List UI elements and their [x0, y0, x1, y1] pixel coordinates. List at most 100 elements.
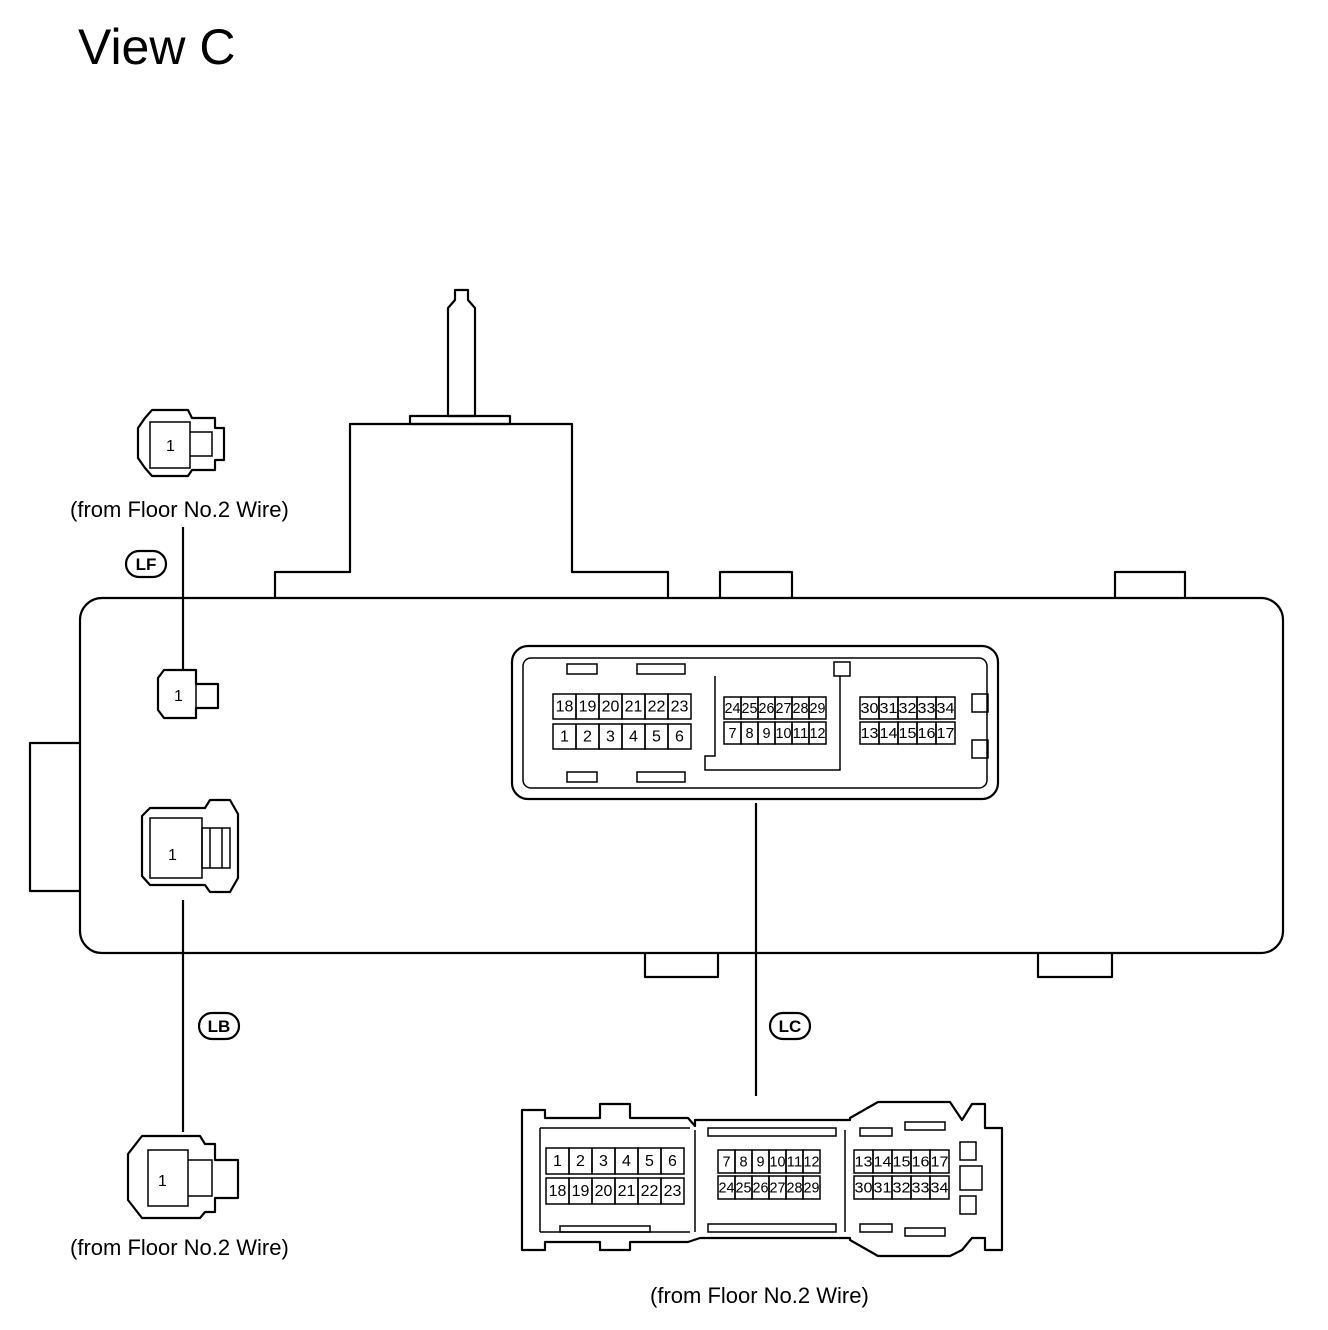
lc-ecu-pin-10: 10: [776, 726, 792, 742]
lb-tag: LB: [197, 1011, 241, 1041]
lc-mating-pin-24: 24: [719, 1181, 735, 1197]
lc-ecu-pin-24: 24: [725, 701, 741, 717]
lc-ecu-cell: [808, 696, 827, 720]
lb-mating-pin: 1: [158, 1173, 167, 1190]
lc-mating-pin-29: 29: [804, 1181, 820, 1197]
lc-mating-pin-22: 22: [641, 1183, 659, 1200]
ecu-body: [28, 288, 1285, 979]
lc-mating-pin-7: 7: [722, 1155, 730, 1171]
lc-mating-cell: [802, 1175, 821, 1200]
lc-mating-pin-1: 1: [553, 1153, 562, 1170]
lf-wire-caption: (from Floor No.2 Wire): [70, 497, 289, 522]
lc-mating-cell: [929, 1175, 950, 1200]
lc-ecu-pin-1: 1: [560, 729, 569, 746]
lc-ecu-pin-16: 16: [918, 726, 936, 742]
lc-ecu-pin-19: 19: [579, 699, 597, 716]
lc-mating-pin-34: 34: [931, 1181, 949, 1197]
lb-wire-caption: (from Floor No.2 Wire): [70, 1235, 289, 1260]
lc-ecu-pin-13: 13: [861, 726, 879, 742]
lc-mating-pin-27: 27: [770, 1181, 786, 1197]
lf-mating-connector: 1: [136, 408, 226, 478]
lc-mating-cell: [802, 1149, 821, 1174]
lc-wire-caption: (from Floor No.2 Wire): [650, 1283, 869, 1308]
lb-ecu-pin: 1: [168, 847, 177, 864]
lc-mating-pin-32: 32: [893, 1181, 911, 1197]
lc-mating-pin-13: 13: [855, 1155, 873, 1171]
lc-mating-pin-21: 21: [618, 1183, 636, 1200]
svg-text:LC: LC: [779, 1017, 802, 1036]
lc-mating-cell: [929, 1149, 950, 1174]
lc-ecu-cell: [667, 723, 692, 750]
lc-mating-pin-2: 2: [576, 1153, 585, 1170]
lc-mating-pin-14: 14: [874, 1155, 892, 1171]
lc-mating-pin-4: 4: [622, 1153, 631, 1170]
lb-mating-connector: 1: [126, 1134, 240, 1220]
lc-ecu-pin-20: 20: [602, 699, 620, 716]
lc-mating-pin-33: 33: [912, 1181, 930, 1197]
svg-text:LB: LB: [208, 1017, 231, 1036]
lc-mating-pin-6: 6: [668, 1153, 677, 1170]
lc-ecu-pin-22: 22: [648, 699, 666, 716]
lc-ecu-pin-12: 12: [810, 726, 826, 742]
lc-mating-pin-30: 30: [855, 1181, 873, 1197]
lc-mating-pin-10: 10: [770, 1155, 786, 1171]
lc-ecu-pin-31: 31: [880, 701, 898, 717]
lc-ecu-pin-8: 8: [745, 726, 753, 742]
lc-ecu-cell: [935, 721, 956, 745]
lc-mating-pin-12: 12: [804, 1155, 820, 1171]
lc-ecu-pin-14: 14: [880, 726, 898, 742]
lc-mating-pin-9: 9: [756, 1155, 764, 1171]
lc-mating-pin-20: 20: [595, 1183, 613, 1200]
lc-mating-pin-11: 11: [787, 1155, 803, 1171]
lc-ecu-pin-26: 26: [759, 701, 775, 717]
lc-ecu-pin-33: 33: [918, 701, 936, 717]
lc-ecu-cell: [667, 693, 692, 720]
lf-mating-pin: 1: [166, 438, 175, 455]
lc-mating-pin-17: 17: [931, 1155, 949, 1171]
lc-mating-pin-28: 28: [787, 1181, 803, 1197]
lc-ecu-pin-11: 11: [793, 726, 809, 742]
lc-ecu-pin-15: 15: [899, 726, 917, 742]
lc-ecu-pin-5: 5: [652, 729, 661, 746]
lc-mating-pin-3: 3: [599, 1153, 608, 1170]
lc-ecu-cell: [935, 696, 956, 720]
lf-ecu-connector: 1: [156, 668, 220, 720]
lc-ecu-pin-23: 23: [671, 699, 689, 716]
lc-mating-pin-18: 18: [549, 1183, 567, 1200]
lc-ecu-pin-27: 27: [776, 701, 792, 717]
lc-mating-pin-15: 15: [893, 1155, 911, 1171]
lf-ecu-pin: 1: [174, 688, 183, 705]
lc-ecu-pin-25: 25: [742, 701, 758, 717]
lc-ecu-pin-6: 6: [675, 729, 684, 746]
lc-ecu-cell: [808, 721, 827, 745]
lc-mating-pin-31: 31: [874, 1181, 892, 1197]
lc-mating-pin-25: 25: [736, 1181, 752, 1197]
lf-tag: LF: [124, 549, 168, 579]
svg-text:LF: LF: [136, 555, 157, 574]
lc-mating-pin-16: 16: [912, 1155, 930, 1171]
lc-ecu-pin-2: 2: [583, 729, 592, 746]
lc-ecu-pin-32: 32: [899, 701, 917, 717]
lc-ecu-pin-9: 9: [762, 726, 770, 742]
lc-ecu-pin-30: 30: [861, 701, 879, 717]
lc-ecu-pin-4: 4: [629, 729, 638, 746]
lc-ecu-pin-17: 17: [937, 726, 955, 742]
lc-mating-pin-8: 8: [739, 1155, 747, 1171]
lc-mating-pin-26: 26: [753, 1181, 769, 1197]
lc-mating-pin-5: 5: [645, 1153, 654, 1170]
lc-tag: LC: [768, 1011, 812, 1041]
lc-ecu-pin-21: 21: [625, 699, 643, 716]
lc-mating-pin-23: 23: [664, 1183, 682, 1200]
lc-ecu-pin-18: 18: [556, 699, 574, 716]
lc-ecu-pin-34: 34: [937, 701, 955, 717]
lc-ecu-pin-28: 28: [793, 701, 809, 717]
lc-ecu-pin-29: 29: [810, 701, 826, 717]
lc-ecu-pin-7: 7: [728, 726, 736, 742]
lc-mating-cell: [660, 1147, 685, 1175]
lc-ecu-pin-3: 3: [606, 729, 615, 746]
page-title: View C: [78, 19, 235, 75]
lc-mating-cell: [660, 1177, 685, 1205]
